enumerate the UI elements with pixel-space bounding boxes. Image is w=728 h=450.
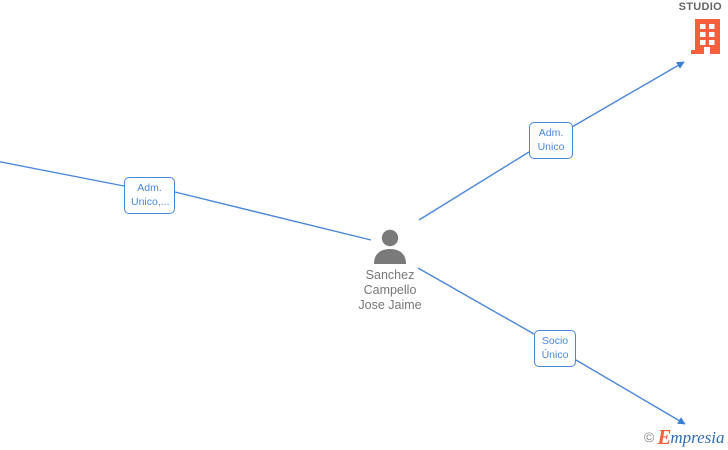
edge-adm-unico-top-out xyxy=(571,61,685,128)
person-node-sanchez-campello[interactable]: Sanchez Campello Jose Jaime xyxy=(320,228,460,313)
edge-adm-unico-top-in xyxy=(418,151,530,221)
edge-label-adm-unico-left[interactable]: Adm. Unico,... xyxy=(124,177,175,214)
copyright-icon: © xyxy=(644,429,655,445)
edge-label-adm-unico-top[interactable]: Adm. Unico xyxy=(529,122,573,159)
edge-socio-unico-in xyxy=(417,267,535,335)
edge-adm-unico-left-out xyxy=(174,191,372,241)
brand-name: mpresia xyxy=(670,427,725,447)
person-node-label: Sanchez Campello Jose Jaime xyxy=(358,268,422,312)
empresia-watermark: © E mpresia xyxy=(644,426,725,448)
company-node-label: STUDIO xyxy=(678,1,722,13)
edge-adm-unico-left-in xyxy=(0,161,125,187)
edge-label-socio-unico[interactable]: Socio Único xyxy=(534,330,576,367)
building-icon xyxy=(691,19,720,54)
person-icon xyxy=(374,229,406,264)
company-node-studio[interactable]: STUDIO xyxy=(648,0,728,57)
brand-initial: E xyxy=(657,424,672,449)
edge-socio-unico-out xyxy=(575,359,686,425)
